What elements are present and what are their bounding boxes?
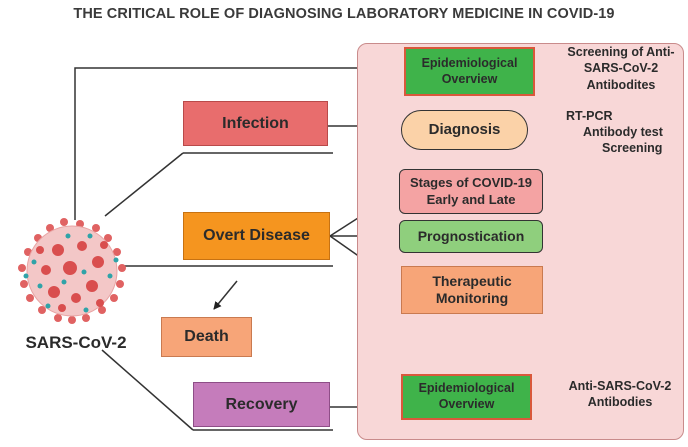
stages-of-covid-box: Stages of COVID-19 Early and Late xyxy=(399,169,543,214)
virus-label: SARS-CoV-2 xyxy=(25,333,127,352)
prognostication-box: Prognostication xyxy=(399,220,543,253)
connector-virus-to-epi-top xyxy=(74,64,399,220)
output-antibody-test: Antibody test xyxy=(583,125,663,139)
recovery-box: Recovery xyxy=(193,382,330,427)
output-screening: Screening xyxy=(602,141,663,155)
death-box: Death xyxy=(161,317,252,357)
connector-to-death xyxy=(213,280,238,310)
epidemiological-overview-bottom-box: Epidemiological Overview xyxy=(401,374,532,420)
epidemiological-overview-top-box: Epidemiological Overview xyxy=(404,47,535,96)
diagram-title: THE CRITICAL ROLE OF DIAGNOSING LABORATO… xyxy=(73,6,615,22)
diagnosis-box: Diagnosis xyxy=(401,110,528,150)
therapeutic-monitoring-box: Therapeutic Monitoring xyxy=(401,266,543,314)
output-screening-antibodies: Screening of Anti-SARS-CoV-2 Antibodites xyxy=(567,45,675,92)
infection-box: Infection xyxy=(183,101,328,146)
connector-virus-to-recovery xyxy=(101,349,194,431)
overt-disease-box: Overt Disease xyxy=(183,212,330,260)
output-anti-antibodies: Anti-SARS-CoV-2 Antibodies xyxy=(568,379,672,410)
coronavirus-icon xyxy=(18,218,126,324)
output-rt-pcr: RT-PCR xyxy=(566,109,613,123)
connector-virus-to-infection xyxy=(104,152,184,217)
